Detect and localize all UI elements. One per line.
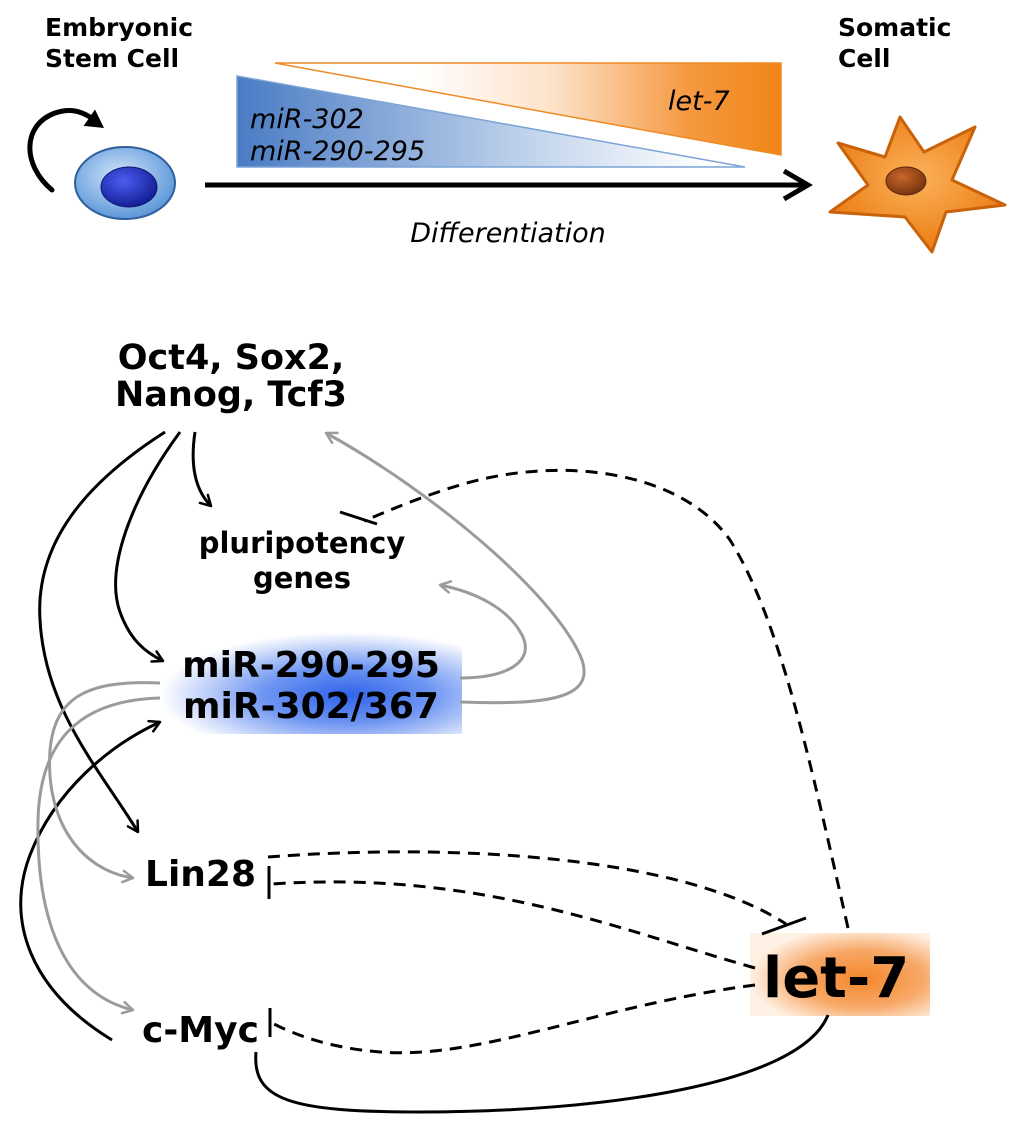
- inhibition-bar: [761, 916, 807, 936]
- pluripotency-genes-node: pluripotency genes: [199, 526, 406, 595]
- arrow-mirna-to-lin28: [48, 681, 161, 884]
- inhibition-line: [271, 880, 756, 970]
- let7-wedge-label: let-7: [668, 86, 730, 117]
- arrow-mirna-to-cmyc: [36, 696, 161, 1015]
- transcription-factors-line2: Nanog, Tcf3: [115, 375, 347, 415]
- transcription-factors-node: Oct4, Sox2, Nanog, Tcf3: [115, 338, 347, 415]
- differentiation-label: Differentiation: [410, 218, 606, 249]
- stem-mirna-wedge: [236, 75, 746, 168]
- mirna-cluster-line1: miR-290-295: [182, 645, 440, 686]
- self-renewal-arrowhead: [83, 109, 104, 128]
- embryonic-stem-cell-label: Embryonic Stem Cell: [45, 13, 193, 73]
- let7-wedge: [274, 62, 782, 156]
- cmyc-node: c-Myc: [142, 1010, 259, 1051]
- stem-cell-nucleus: [100, 166, 158, 208]
- self-renewal-arrow-icon: [27, 107, 104, 193]
- mir-290-295-label: miR-290-295: [250, 136, 425, 167]
- inhibition-line: [271, 983, 756, 1055]
- lin28-node: Lin28: [145, 854, 256, 895]
- inhibit-let7-to-pluripotency-genes: [339, 468, 850, 929]
- inhibition-line: [267, 850, 787, 926]
- arrow-tf-to-lin28: [38, 430, 166, 834]
- pluripotency-genes-line1: pluripotency: [199, 526, 406, 560]
- somatic-cell-label-line1: Somatic: [838, 13, 951, 42]
- embryonic-stem-cell-icon: [74, 146, 176, 220]
- arrow-mirna-to-pluripotency-genes: [438, 580, 527, 680]
- embryonic-stem-cell-label-line1: Embryonic: [45, 13, 193, 42]
- somatic-cell-icon: [828, 115, 1007, 254]
- differentiation-panel: Embryonic Stem Cell Somatic Cell miR-302…: [27, 13, 1007, 254]
- pluripotency-genes-line2: genes: [253, 561, 351, 595]
- differentiation-arrowhead: [782, 168, 813, 202]
- inhibit-lin28-to-let7: [267, 850, 807, 936]
- arrow-tf-to-pluripotency-genes: [191, 431, 213, 508]
- mirna-cluster-box: [160, 632, 462, 734]
- regulatory-network: Oct4, Sox2, Nanog, Tcf3 pluripotency gen…: [19, 338, 930, 1114]
- inhibition-line: [363, 468, 850, 929]
- somatic-cell-label-line2: Cell: [838, 44, 890, 73]
- embryonic-stem-cell-label-line2: Stem Cell: [45, 44, 179, 73]
- link-cmyc-let7: [254, 1014, 830, 1114]
- self-renewal-arc: [27, 107, 93, 193]
- somatic-cell-label: Somatic Cell: [838, 13, 951, 73]
- let7-box: [750, 933, 930, 1016]
- arrow-tf-to-mirna-cluster: [114, 431, 182, 663]
- mirna-cluster-line2: miR-302/367: [183, 686, 439, 727]
- arrow-mirna-to-tf: [324, 431, 586, 705]
- differentiation-arrow: [205, 168, 813, 202]
- arrow-cmyc-to-mirna-cluster: [19, 719, 162, 1042]
- inhibit-let7-to-lin28: [267, 866, 756, 970]
- inhibition-bar: [339, 510, 378, 526]
- inhibit-let7-to-cmyc: [268, 983, 756, 1055]
- somatic-cell-nucleus: [885, 166, 927, 196]
- mir-302-label: miR-302: [250, 104, 364, 135]
- mirna-cluster-node: miR-290-295 miR-302/367: [182, 645, 440, 727]
- let7-node: let-7: [763, 946, 909, 1011]
- transcription-factors-line1: Oct4, Sox2,: [118, 338, 345, 378]
